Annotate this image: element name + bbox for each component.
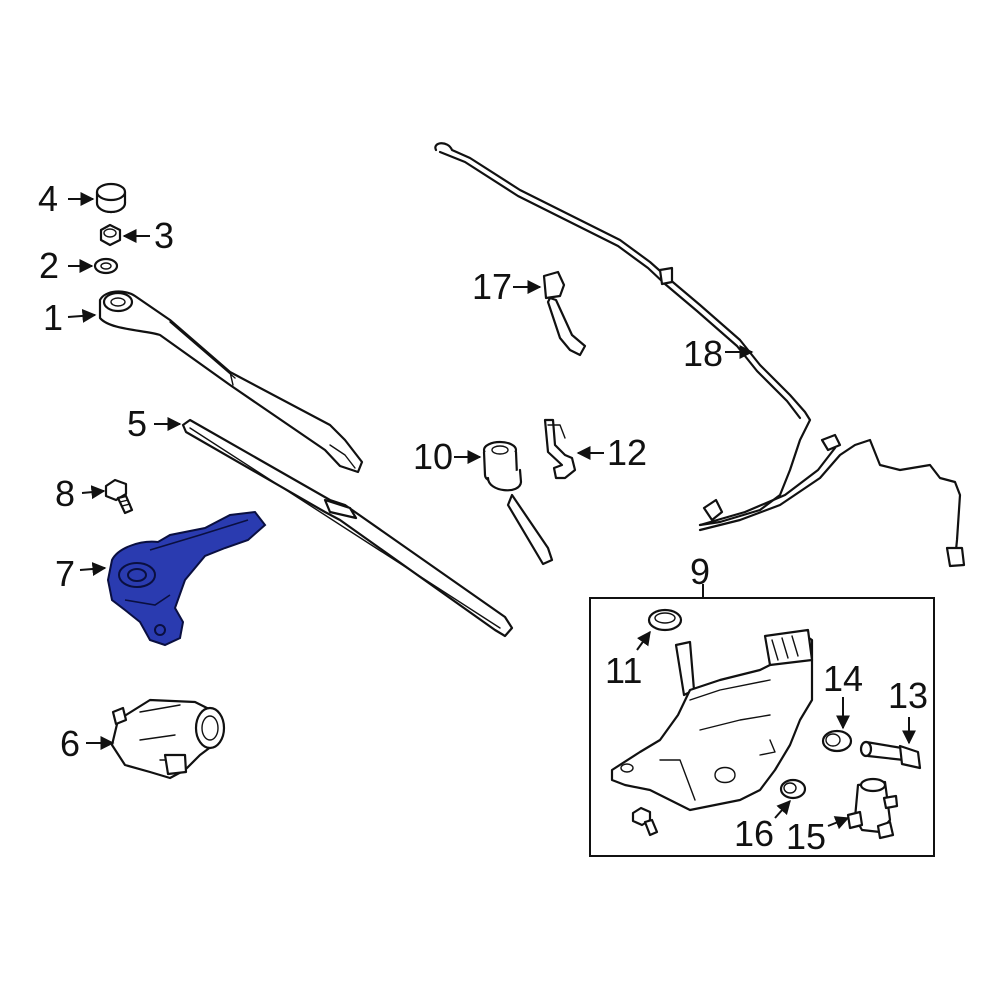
part-2-washer[interactable] [93, 257, 119, 275]
callout-14: 14 [823, 658, 863, 699]
callout-15: 15 [786, 816, 826, 857]
callout-labels: 4 3 2 1 5 8 7 6 10 12 17 18 9 11 14 13 1… [38, 178, 928, 857]
callout-3: 3 [154, 215, 174, 256]
callout-4: 4 [38, 178, 58, 219]
part-1-wiper-arm[interactable] [98, 290, 364, 474]
part-9-group-box [589, 597, 935, 857]
part-13-level-sensor[interactable] [859, 740, 922, 770]
callout-5: 5 [127, 403, 147, 444]
part-7-linkage-bracket[interactable] [106, 510, 267, 647]
part-14-grommet[interactable] [821, 729, 853, 753]
leader-arrows [67, 192, 916, 830]
callout-16: 16 [734, 813, 774, 854]
part-11-cap-seal[interactable] [647, 608, 683, 632]
part-5-wiper-blade[interactable] [181, 418, 514, 638]
part-10-filler-neck[interactable] [482, 440, 554, 566]
callout-13: 13 [888, 675, 928, 716]
washer-reservoir-tank[interactable] [610, 628, 814, 812]
part-18-washer-hose[interactable] [434, 142, 966, 568]
callout-10: 10 [413, 436, 453, 477]
part-17-connector[interactable] [542, 270, 587, 357]
part-16-grommet[interactable] [779, 778, 807, 800]
part-4-cap[interactable] [95, 182, 127, 214]
part-15-washer-pump[interactable] [846, 777, 899, 840]
part-12-clip[interactable] [543, 418, 577, 480]
callout-8: 8 [55, 473, 75, 514]
callout-11: 11 [605, 650, 642, 691]
callout-12: 12 [607, 432, 647, 473]
part-3-nut[interactable] [99, 223, 122, 247]
callout-7: 7 [55, 553, 75, 594]
part-8-bolt[interactable] [104, 478, 134, 515]
callout-1: 1 [43, 297, 63, 338]
callout-2: 2 [39, 245, 59, 286]
part-6-wiper-motor[interactable] [110, 698, 226, 780]
callout-17: 17 [472, 266, 512, 307]
callout-9: 9 [690, 551, 710, 592]
callout-18: 18 [683, 333, 723, 374]
reservoir-bolt[interactable] [631, 806, 659, 837]
callout-6: 6 [60, 723, 80, 764]
